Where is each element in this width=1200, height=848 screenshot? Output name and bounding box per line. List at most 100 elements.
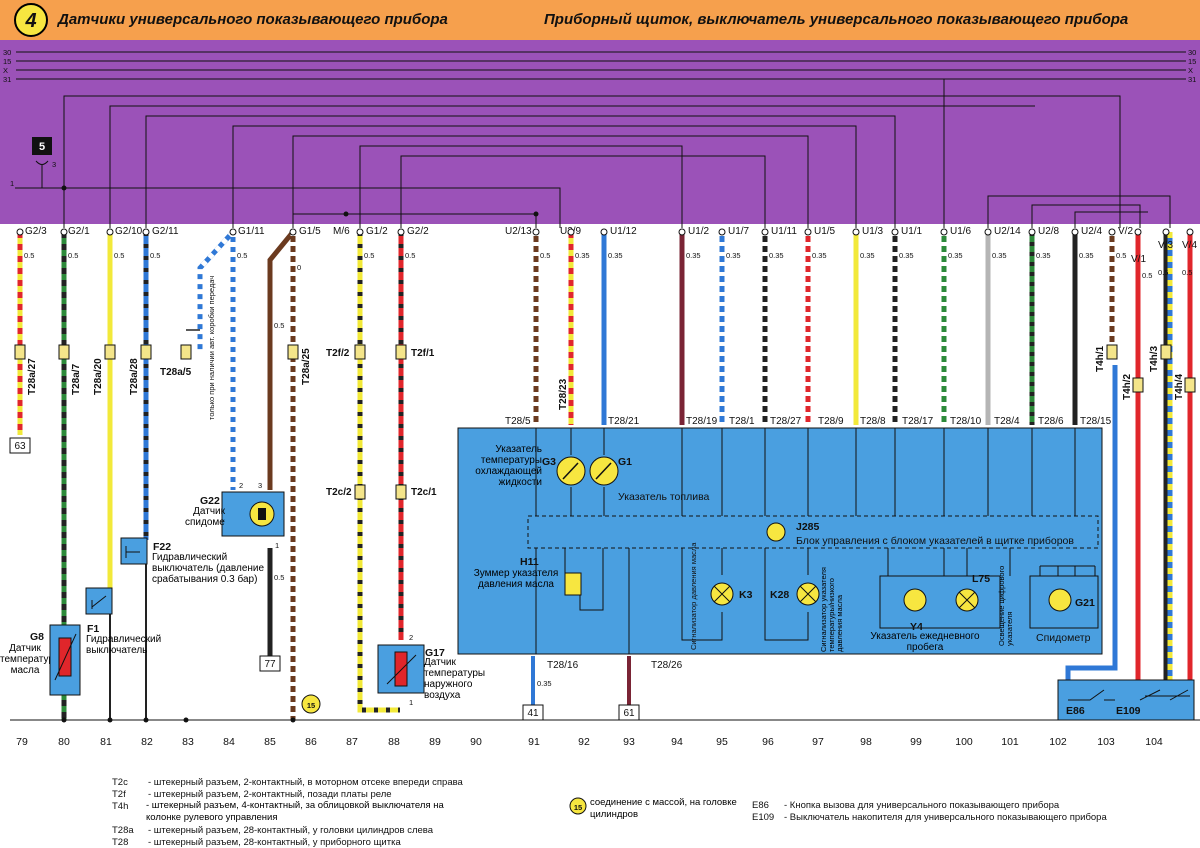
svg-text:99: 99 [910, 736, 922, 748]
svg-text:0.5: 0.5 [540, 251, 550, 260]
right-title: Приборный щиток, выключатель универсальн… [544, 11, 1128, 28]
top-pin-labels: G2/3 G2/1 G2/10 G2/11 G1/11 G1/5 M/6 G1/… [25, 226, 1197, 265]
auto-gearbox-note: только при наличии авт. коробки передач [207, 276, 216, 420]
f22-code: F22 [153, 541, 171, 553]
svg-text:91: 91 [528, 736, 540, 748]
g8-code: G8 [30, 631, 44, 643]
j285-transistor [766, 522, 786, 542]
svg-text:0: 0 [297, 263, 301, 272]
svg-text:U1/3: U1/3 [862, 226, 884, 237]
svg-text:104: 104 [1145, 736, 1163, 748]
f1-desc: Гидравлический выключатель [86, 634, 162, 656]
svg-text:G2/1: G2/1 [68, 226, 90, 237]
svg-text:0.5: 0.5 [405, 251, 415, 260]
svg-text:0.35: 0.35 [812, 251, 827, 260]
svg-text:88: 88 [388, 736, 400, 748]
l75-cross [958, 591, 976, 609]
y4-desc-box: Указатель ежедневного пробега [870, 631, 979, 653]
y4-code: Y4 [910, 621, 923, 633]
wire-gauges: 0.5 0.5 0.5 0.5 0.5 0 0.5 0.5 0.5 0.35 0… [24, 251, 1192, 688]
svg-text:85: 85 [264, 736, 276, 748]
t28a-27-label: T28a/27 [27, 358, 38, 395]
svg-text:E86: E86 [752, 800, 769, 811]
svg-text:T28/21: T28/21 [608, 416, 640, 427]
svg-text:0.5: 0.5 [150, 251, 160, 260]
svg-text:0.5: 0.5 [1142, 271, 1152, 280]
svg-text:103: 103 [1097, 736, 1115, 748]
g3-desc: Указатель температуры охлаждающей жидкос… [475, 444, 542, 488]
l75-desc: Освещение цифрового указателя [998, 565, 1014, 646]
top-terminals [16, 228, 1194, 236]
svg-text:T28/15: T28/15 [1080, 416, 1112, 427]
svg-text:87: 87 [346, 736, 358, 748]
svg-text:0.35: 0.35 [992, 251, 1007, 260]
fuse-bus-pin: 1 [10, 179, 14, 188]
svg-text:T28/16: T28/16 [547, 660, 579, 671]
f22-desc: Гидравлический выключатель (давление сра… [152, 552, 265, 585]
svg-text:T28/19: T28/19 [686, 416, 718, 427]
g17-arrow [386, 654, 417, 685]
ref-61: 61 [623, 708, 635, 719]
svg-text:T28/17: T28/17 [902, 416, 934, 427]
ref-41: 41 [527, 708, 539, 719]
svg-text:90: 90 [470, 736, 482, 748]
svg-text:G2/11: G2/11 [152, 226, 179, 237]
g17-desc-box: Датчик температуры наружного воздуха [424, 657, 485, 701]
svg-text:T2f: T2f [112, 789, 126, 800]
svg-text:T28: T28 [112, 837, 128, 848]
f22-switch [120, 537, 148, 565]
svg-text:79: 79 [16, 736, 28, 748]
g22-desc: Датчик спидометра [185, 506, 225, 528]
g17-pin-1: 1 [409, 698, 413, 707]
g21-desc: Спидометр [1036, 632, 1091, 644]
connector-symbols [14, 344, 1196, 500]
power-buses [16, 51, 1186, 80]
bus-labels-left: 30 15 X 31 [3, 48, 11, 84]
svg-text:0.5: 0.5 [1116, 251, 1126, 260]
svg-text:0.35: 0.35 [537, 679, 552, 688]
g22-desc-box: Датчик спидометра [185, 506, 225, 528]
legend-ground-num: 15 [574, 803, 582, 812]
fuse-marker [32, 137, 52, 155]
h11-buzzer [564, 572, 582, 596]
header-bar [0, 0, 1200, 40]
svg-text:U2/8: U2/8 [1038, 226, 1060, 237]
svg-text:T28a: T28a [112, 825, 134, 836]
svg-text:15: 15 [3, 57, 11, 66]
t28a-7-label: T28a/7 [71, 363, 82, 395]
f1-contact [91, 595, 107, 609]
t4h-3-label: T4h/3 [1149, 345, 1160, 372]
svg-text:U1/2: U1/2 [688, 226, 710, 237]
svg-text:G1/5: G1/5 [299, 226, 321, 237]
y4-block [879, 575, 1001, 629]
svg-text:0.35: 0.35 [575, 251, 590, 260]
svg-text:U1/12: U1/12 [610, 226, 637, 237]
g1-code: G1 [618, 456, 632, 468]
svg-text:U1/5: U1/5 [814, 226, 836, 237]
g22-pin-2: 2 [239, 481, 243, 490]
l75-desc-box: Освещение цифрового указателя [998, 565, 1014, 646]
t4h-4-label: T4h/4 [1174, 373, 1185, 400]
ground-point-number: 15 [307, 701, 315, 710]
svg-text:0.5: 0.5 [237, 251, 247, 260]
g21-block [1029, 575, 1099, 629]
f1-code: F1 [87, 623, 99, 635]
svg-text:82: 82 [141, 736, 153, 748]
k3-desc: Сигнализатор давления масла [689, 542, 698, 650]
h11-code: H11 [520, 556, 539, 568]
l75-code: L75 [972, 573, 990, 585]
svg-text:- Выключатель накопителя для у: - Выключатель накопителя для универсальн… [784, 812, 1107, 823]
svg-text:U1/11: U1/11 [771, 226, 797, 237]
svg-text:0.35: 0.35 [686, 251, 701, 260]
svg-text:95: 95 [716, 736, 728, 748]
svg-text:31: 31 [3, 75, 11, 84]
connector-labels: T28a/27 T28a/7 T28a/20 T28a/28 T28a/5 T2… [27, 345, 1185, 498]
g22-pin-3: 3 [258, 481, 262, 490]
svg-text:V/2: V/2 [1118, 226, 1133, 237]
svg-text:0.35: 0.35 [726, 251, 741, 260]
svg-text:U2/13: U2/13 [505, 226, 532, 237]
legend-ground-badge [569, 797, 587, 815]
column-numbers: 79 80 81 82 83 84 85 86 87 88 89 90 91 9… [16, 736, 1163, 748]
svg-text:84: 84 [223, 736, 235, 748]
g21-code: G21 [1075, 597, 1095, 609]
